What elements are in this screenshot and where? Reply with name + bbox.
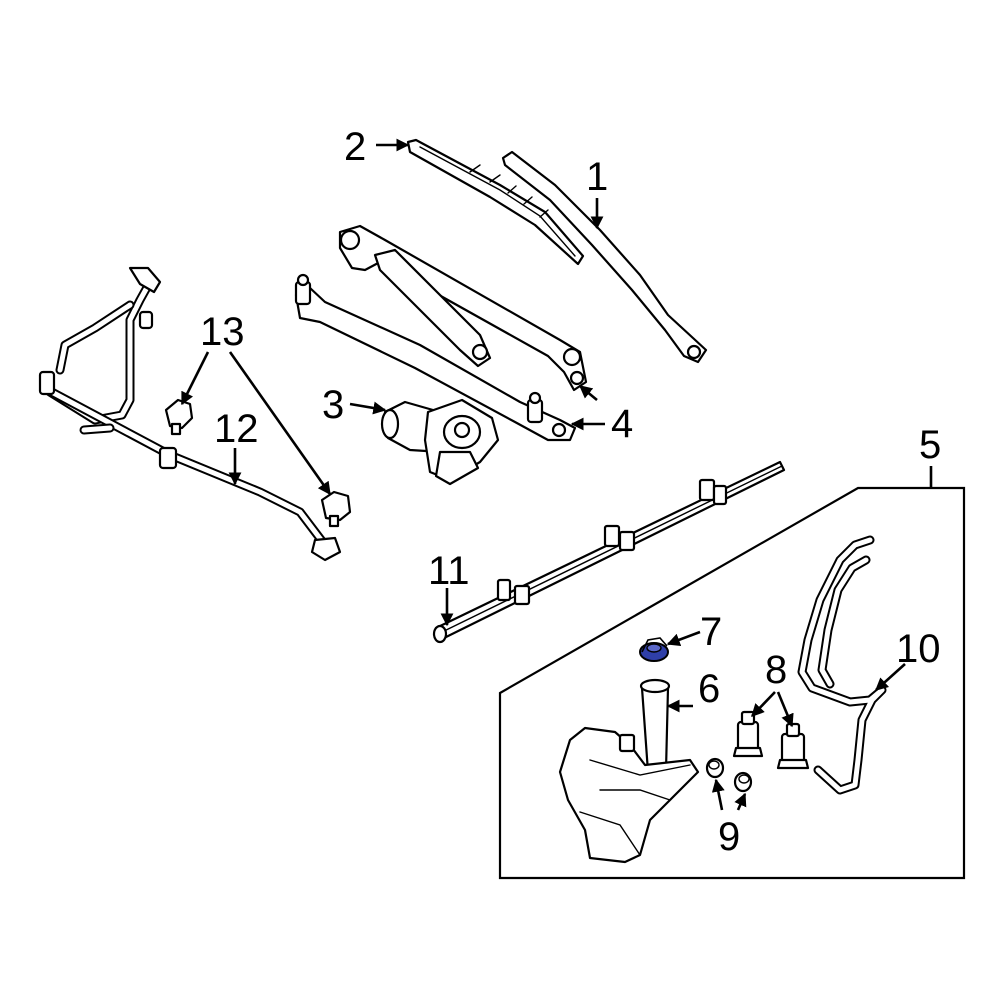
callout-13: 13	[200, 310, 245, 354]
callout-7: 7	[700, 610, 722, 654]
grommet-left[interactable]	[705, 757, 725, 779]
washer-hose[interactable]	[38, 266, 342, 562]
callout-2: 2	[344, 125, 366, 169]
wiper-motor[interactable]	[380, 398, 500, 486]
callout-10: 10	[896, 627, 941, 671]
leader-8b	[776, 691, 794, 728]
callout-12: 12	[214, 407, 259, 451]
leader-10	[875, 663, 906, 691]
reservoir-hose[interactable]	[797, 535, 887, 795]
callout-6: 6	[698, 667, 720, 711]
washer-reservoir[interactable]	[558, 678, 700, 864]
washer-pump-left[interactable]	[732, 710, 764, 758]
washer-nozzle-left[interactable]	[164, 398, 194, 436]
leader-arrows	[180, 138, 906, 811]
leader-7	[666, 630, 701, 646]
reservoir-cap[interactable]	[639, 637, 669, 662]
callout-1: 1	[586, 155, 608, 199]
reservoir-assembly-box	[498, 486, 966, 880]
leader-9a	[711, 778, 725, 811]
wiper-arm[interactable]	[501, 150, 708, 364]
washer-nozzle-right[interactable]	[320, 490, 352, 528]
callout-11: 11	[428, 549, 470, 593]
callout-3: 3	[322, 383, 344, 427]
callout-8: 8	[765, 648, 787, 692]
wiper-linkage-frame[interactable]	[338, 224, 588, 392]
leader-3	[349, 401, 387, 415]
washer-pump-right[interactable]	[776, 722, 810, 770]
leader-8a	[751, 691, 776, 717]
grommet-right[interactable]	[733, 771, 753, 793]
leader-9b	[734, 792, 747, 811]
leader-13b	[228, 351, 332, 496]
callout-5: 5	[919, 423, 941, 467]
wiper-blade[interactable]	[406, 138, 585, 266]
callout-9: 9	[718, 815, 740, 859]
leader-4a	[578, 384, 598, 402]
washer-tube[interactable]	[432, 460, 786, 644]
callout-4: 4	[611, 402, 633, 446]
leader-13a	[180, 351, 210, 406]
wiper-drive-link[interactable]	[294, 273, 577, 442]
